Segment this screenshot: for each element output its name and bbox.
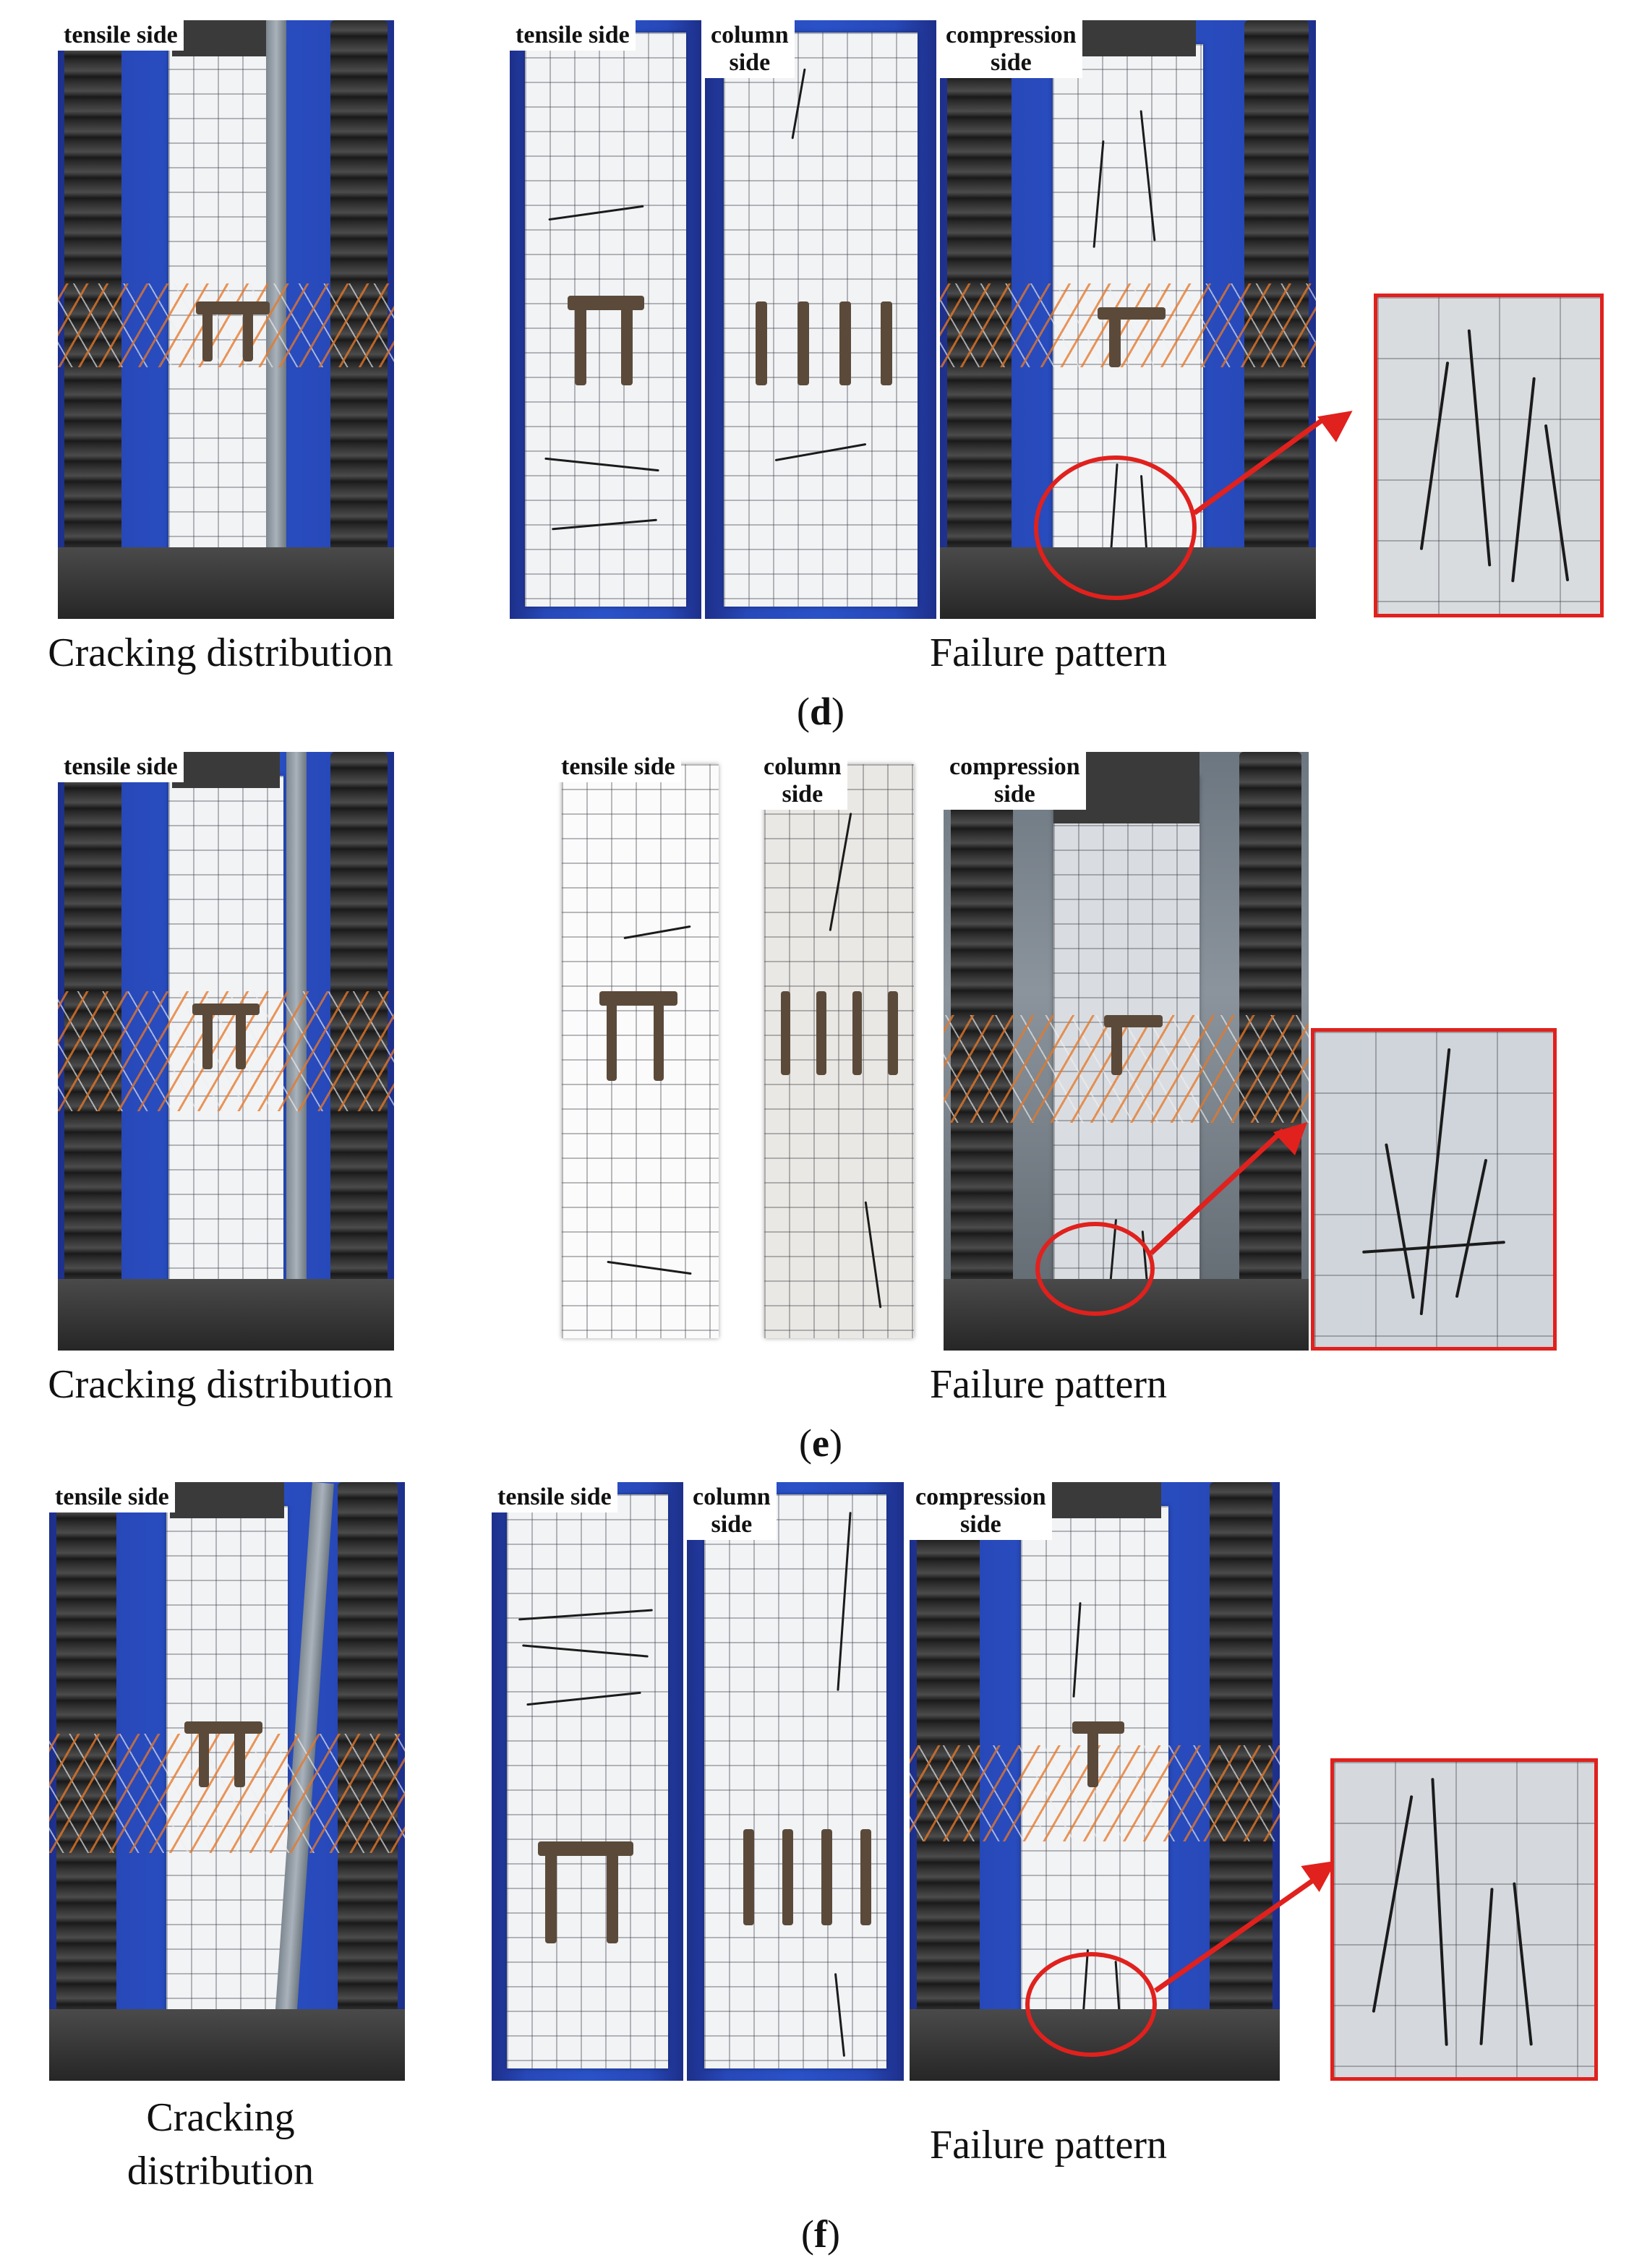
failure-column-photo-f: column side <box>687 1482 904 2081</box>
failure-caption-e: Failure pattern <box>929 1362 1168 1407</box>
crack-caption-e: Cracking distribution <box>48 1362 393 1407</box>
subfigure-label-f: (f) <box>801 2212 840 2256</box>
failure-tensile-photo-f: tensile side <box>492 1482 683 2081</box>
side-label: compression side <box>944 752 1086 810</box>
highlight-circle <box>1035 1222 1155 1316</box>
side-label: column side <box>687 1482 777 1540</box>
failure-tensile-photo-d: tensile side <box>510 20 701 619</box>
cracking-photo-f: tensile side <box>49 1482 405 2081</box>
highlight-circle <box>1025 1952 1157 2057</box>
zoom-inset-d <box>1374 294 1604 617</box>
side-label: compression side <box>910 1482 1052 1540</box>
side-label: compression side <box>940 20 1082 78</box>
zoom-inset-e <box>1311 1028 1557 1351</box>
side-label: tensile side <box>492 1482 617 1512</box>
cracking-photo-d: tensile side <box>58 20 394 619</box>
side-label: tensile side <box>555 752 681 782</box>
failure-caption-f: Failure pattern <box>929 2123 1168 2168</box>
subfigure-label-d: (d) <box>796 690 844 733</box>
crack-caption-d: Cracking distribution <box>48 630 393 675</box>
photo-label: tensile side <box>58 752 184 782</box>
failure-column-photo-d: column side <box>705 20 936 619</box>
highlight-circle <box>1034 455 1197 600</box>
photo-label: tensile side <box>58 20 184 51</box>
failure-compression-photo-e: compression side <box>944 752 1309 1351</box>
failure-column-photo-e: column side <box>758 752 920 1351</box>
cracking-photo-e: tensile side <box>58 752 394 1351</box>
zoom-inset-f <box>1330 1758 1598 2081</box>
side-label: column side <box>705 20 795 78</box>
failure-compression-photo-f: compression side <box>910 1482 1280 2081</box>
subfigure-label-e: (e) <box>799 1421 842 1465</box>
side-label: tensile side <box>510 20 636 51</box>
side-label: column side <box>758 752 847 810</box>
failure-tensile-photo-e: tensile side <box>555 752 725 1351</box>
crack-caption-f: Cracking distribution <box>127 2095 315 2194</box>
failure-caption-d: Failure pattern <box>929 630 1168 675</box>
photo-label: tensile side <box>49 1482 175 1512</box>
